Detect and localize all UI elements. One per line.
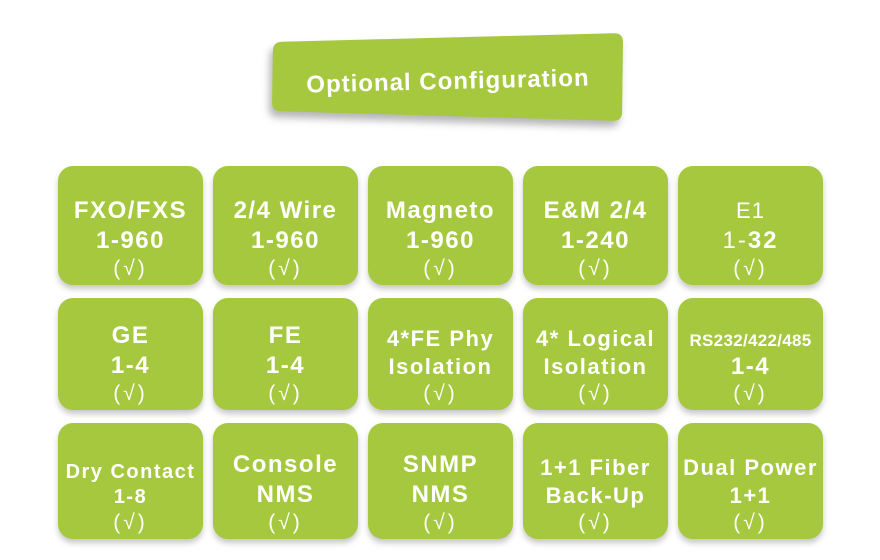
card-title: FXO/FXS [73,197,188,224]
card-fe: FE 1-4 (√) [213,298,358,410]
card-body: 1+1 Fiber Back-Up [523,454,668,510]
card-title: 1+1 Fiber [540,455,651,480]
card-body: 4*FE Phy Isolation [368,325,513,381]
card-range: 1-960 [251,227,320,254]
card-range: 1-960 [406,227,475,254]
card-title: FE [268,322,303,349]
card-body: RS232/422/485 1-4 [678,329,823,381]
card-range: 1-960 [96,227,165,254]
check-mark: (√) [578,257,613,280]
card-title: Dual Power [683,455,818,480]
check-mark: (√) [578,382,613,405]
card-title-line2: Back-Up [545,483,646,508]
card-body: Magneto 1-960 [368,196,513,256]
card-ge: GE 1-4 (√) [58,298,203,410]
card-title: Console [232,451,339,478]
check-mark: (√) [113,257,148,280]
card-snmp-nms: SNMP NMS (√) [368,423,513,539]
card-magneto: Magneto 1-960 (√) [368,166,513,285]
check-mark: (√) [733,382,768,405]
card-title: GE [111,322,150,349]
card-e1: E1 1-32 (√) [678,166,823,285]
header-banner: Optional Configuration [248,18,648,138]
card-body: Console NMS [213,450,358,510]
card-title: 4*FE Phy [386,326,495,351]
card-title-line2: Isolation [388,354,493,379]
card-body: Dual Power 1+1 [678,454,823,510]
check-mark: (√) [733,257,768,280]
check-mark: (√) [423,511,458,534]
card-title: E&M 2/4 [543,197,648,224]
banner-shape [272,33,623,121]
card-2-4-wire: 2/4 Wire 1-960 (√) [213,166,358,285]
configuration-grid: FXO/FXS 1-960 (√) 2/4 Wire 1-960 (√) Mag… [58,166,823,539]
check-mark: (√) [423,382,458,405]
range-max: 32 [747,227,779,254]
card-fxo-fxs: FXO/FXS 1-960 (√) [58,166,203,285]
check-mark: (√) [113,382,148,405]
card-range: 1-4 [265,352,306,379]
check-mark: (√) [113,511,148,534]
check-mark: (√) [423,257,458,280]
card-title: Dry Contact [65,461,196,483]
card-title-line2: NMS [411,481,470,508]
card-em-2-4: E&M 2/4 1-240 (√) [523,166,668,285]
card-title: RS232/422/485 [689,331,812,350]
page-title: Optional Configuration [306,64,590,99]
check-mark: (√) [268,382,303,405]
card-4-logical-isolation: 4* Logical Isolation (√) [523,298,668,410]
card-fiber-backup: 1+1 Fiber Back-Up (√) [523,423,668,539]
card-title-line2: Isolation [543,354,648,379]
card-body: GE 1-4 [58,321,203,381]
range-prefix: 1- [722,227,748,254]
card-console-nms: Console NMS (√) [213,423,358,539]
card-title-line2: NMS [256,481,315,508]
check-mark: (√) [578,511,613,534]
card-body: 4* Logical Isolation [523,325,668,381]
card-body: SNMP NMS [368,450,513,510]
card-body: E&M 2/4 1-240 [523,196,668,256]
check-mark: (√) [733,511,768,534]
card-dry-contact: Dry Contact 1-8 (√) [58,423,203,539]
card-rs232-422-485: RS232/422/485 1-4 (√) [678,298,823,410]
card-range: 1-4 [110,352,151,379]
card-dual-power: Dual Power 1+1 (√) [678,423,823,539]
card-body: FE 1-4 [213,321,358,381]
card-range: 1-32 [678,226,823,256]
card-title: SNMP [402,451,479,478]
card-range: 1+1 [729,483,772,508]
card-title: E1 [736,198,765,223]
check-mark: (√) [268,257,303,280]
card-body: FXO/FXS 1-960 [58,196,203,256]
card-body: 2/4 Wire 1-960 [213,196,358,256]
card-title: 4* Logical [536,326,655,351]
card-range: 1-240 [561,227,630,254]
card-range: 1-8 [113,486,148,508]
card-4-fe-phy-isolation: 4*FE Phy Isolation (√) [368,298,513,410]
card-title: 2/4 Wire [233,197,338,224]
card-range: 1-4 [730,353,771,380]
card-body: Dry Contact 1-8 [58,460,203,510]
card-body: E1 1-32 [678,196,823,256]
card-title: Magneto [385,197,496,224]
check-mark: (√) [268,511,303,534]
